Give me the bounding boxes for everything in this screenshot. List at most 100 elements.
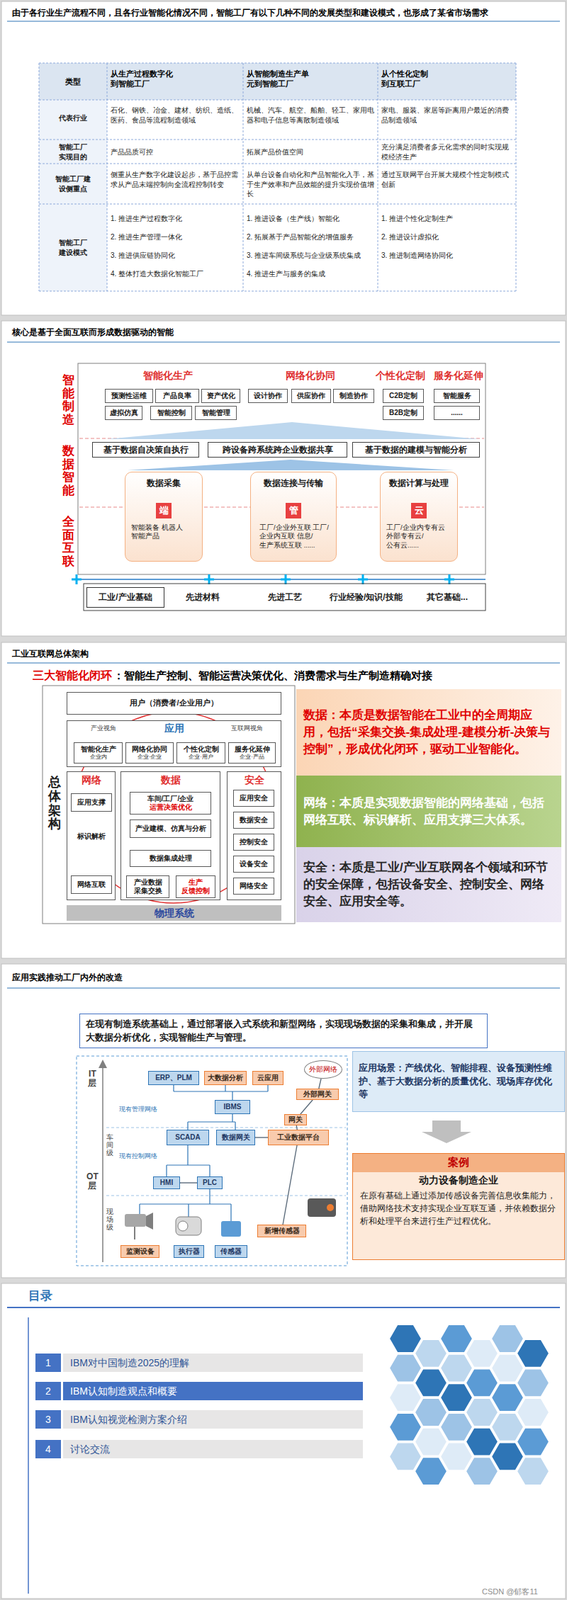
node-box: 物理系统 (66, 905, 282, 922)
node-box: 案例动力设备制造企业在原有基础上通过添加传感设备完善信息收集能力，借助网络技术支… (352, 1153, 565, 1261)
node-text: 在原有基础上通过添加传感设备完善信息收集能力，借助网络技术支持实现企业互联互通，… (360, 1189, 558, 1229)
node-box: ...... (433, 406, 480, 421)
node-box: PLC (197, 1177, 223, 1190)
node-box: 安全应用安全数据安全控制安全设备安全网络安全 (226, 771, 282, 901)
node-text: 虚拟仿真 (109, 408, 139, 418)
node-box: IBMS (214, 1100, 251, 1115)
node-box: 基于数据自决策自执行 (92, 442, 200, 458)
label-text: 现场级 (106, 1208, 114, 1232)
node-box: 制造协作 (333, 389, 375, 404)
factory-network-drawing (106, 1128, 346, 1197)
node-box: 数据安全 (233, 812, 275, 830)
node-text: 制造协作 (339, 391, 368, 401)
node-box: 生产反馈控制 (175, 876, 216, 899)
node-box: IBM认知制造观点和概要 (63, 1382, 363, 1402)
label-text: 个性化定制 (375, 369, 426, 383)
factory-network-drawing (177, 1221, 188, 1232)
label-text: OT层 (86, 1172, 99, 1192)
node-text: 管 (289, 505, 299, 517)
slide-frame (1, 321, 566, 637)
factory-network-drawing (139, 1085, 268, 1222)
label-text: 从生产过程数字化到智能工厂 (110, 68, 173, 89)
node-box: 端 (155, 503, 172, 519)
node-box: 外部网络 (304, 1060, 343, 1080)
hexagon-decoration (389, 1325, 550, 1487)
label-text: 充分满足消费者多元化需求的同时实现规模经济生产 (381, 142, 513, 162)
smart-manufacturing-frame (73, 579, 486, 581)
node-box: 1 (35, 1354, 61, 1373)
node-box: 数据计算与处理工厂/企业内专有云 外部专有云/公有云......云 (379, 472, 458, 563)
label-text: 由于各行业生产流程不同，且各行业智能化情况不同，智能工厂有以下几种不同的发展类型… (12, 7, 555, 20)
node-box: 跨设备跨系统跨企业数据共享 (207, 442, 348, 458)
node-box: IBM对中国制造2025的理解 (63, 1354, 363, 1373)
node-box: 设备安全 (233, 856, 275, 874)
table-grid (38, 63, 516, 292)
label-text: 智能化生产 (143, 369, 193, 383)
node-text: 反馈控制 (181, 887, 210, 896)
node-text: 工业数据平台 (277, 1134, 320, 1143)
node-box: B2B定制 (382, 406, 424, 421)
hexagon (516, 1370, 550, 1399)
node-text: 应用支撑 (77, 798, 106, 808)
node-box: 大数据分析 (204, 1071, 247, 1086)
label-text: 2. 推进生产管理一体化 (110, 232, 240, 243)
label-text: 总体架构 (48, 776, 61, 833)
node-text: PLC (202, 1179, 217, 1188)
label-text: 石化、钢铁、冶金、建材、纺织、造纸、医药、食品等流程制造领域 (110, 105, 240, 125)
label-text: 标识解析 (68, 832, 115, 842)
node-box: 网关 (284, 1114, 307, 1127)
heading-rule (7, 21, 560, 22)
node-text: 企业内 (90, 754, 108, 762)
hexagon (516, 1399, 550, 1428)
label-text: 从个性化定制到互联工厂 (381, 68, 430, 89)
factory-network-drawing (76, 1056, 348, 1267)
node-text: C2B定制 (389, 391, 418, 401)
node-text: 跨设备跨系统跨企业数据共享 (222, 445, 334, 456)
node-text: 产业建模、仿真与分析 (135, 824, 207, 834)
node-box: 数据网关 (216, 1130, 256, 1147)
node-text: 网关 (288, 1116, 303, 1125)
node-box: 数据集成处理 (129, 850, 212, 868)
factory-network-drawing (102, 1066, 104, 1263)
node-text: 网络安全 (239, 882, 268, 891)
label-text: 4. 整体打造大数据化智能工厂 (110, 269, 240, 280)
node-text: 应用场景：产线优化、智能排程、设备预测性维护、基于大数据分析的质量优化、现场库存… (358, 1062, 559, 1103)
node-text: 动力设备制造企业 (418, 1175, 499, 1188)
node-box: 数据：本质是数据智能在工业中的全周期应用，包括“采集交换-集成处理-建模分析-决… (296, 689, 562, 777)
label-text: 智能工厂建设侧重点 (54, 174, 92, 194)
node-text: 智能管理 (201, 408, 231, 418)
node-box: 应用支撑 (70, 793, 112, 813)
factory-network-drawing (307, 1199, 336, 1218)
smart-manufacturing-frame (106, 422, 480, 440)
label-text: 通过互联网平台开展大规模个性定制模式创新 (381, 170, 513, 190)
table-grid (38, 99, 108, 292)
node-text: 案例 (447, 1156, 470, 1170)
heading-rule (7, 342, 560, 344)
node-box: 数据车间/工厂/企业运营决策优化产业建模、仿真与分析数据集成处理产业数据采集交换… (120, 771, 221, 901)
node-box: 执行器 (173, 1245, 205, 1259)
node-box: 4 (35, 1440, 61, 1460)
label-text: 机械、汽车、航空、船舶、轻工、家用电器和电子信息等离散制造领域 (246, 105, 376, 125)
node-box: ERP、PLM (148, 1071, 200, 1086)
node-text: 端 (159, 505, 169, 517)
slide-frame (1, 1284, 566, 1600)
node-text: 云 (414, 505, 424, 517)
factory-network-drawing (221, 1221, 241, 1238)
node-text: 服务化延伸 (234, 745, 271, 755)
node-text: 数据网关 (221, 1134, 251, 1143)
node-box: 应用产业视角互联网视角智能化生产企业内网络化协同企业·企业个性化定制企业·用户服… (66, 720, 282, 768)
toc-rule (27, 1318, 30, 1595)
label-text: 2. 拓展基于产品智能化的增值服务 (246, 232, 376, 243)
node-text: 车间/工厂/企业 (147, 795, 195, 804)
smart-manufacturing-frame (83, 584, 486, 611)
node-box: 网络：本质是实现数据智能的网络基础，包括网络互联、标识解析、应用支撑三大体系。 (296, 776, 562, 848)
node-box: 工业/产业基础 (86, 587, 165, 609)
label-text: 4. 推进生产与服务的集成 (246, 269, 376, 280)
node-box: 传感器 (214, 1245, 248, 1259)
node-text: 工厂/企业内专有云 外部专有云/公有云...... (386, 523, 453, 550)
node-text: 传感器 (220, 1248, 242, 1257)
node-box: 2 (35, 1382, 61, 1402)
label-text: 工业互联网总体架构 (12, 648, 555, 661)
